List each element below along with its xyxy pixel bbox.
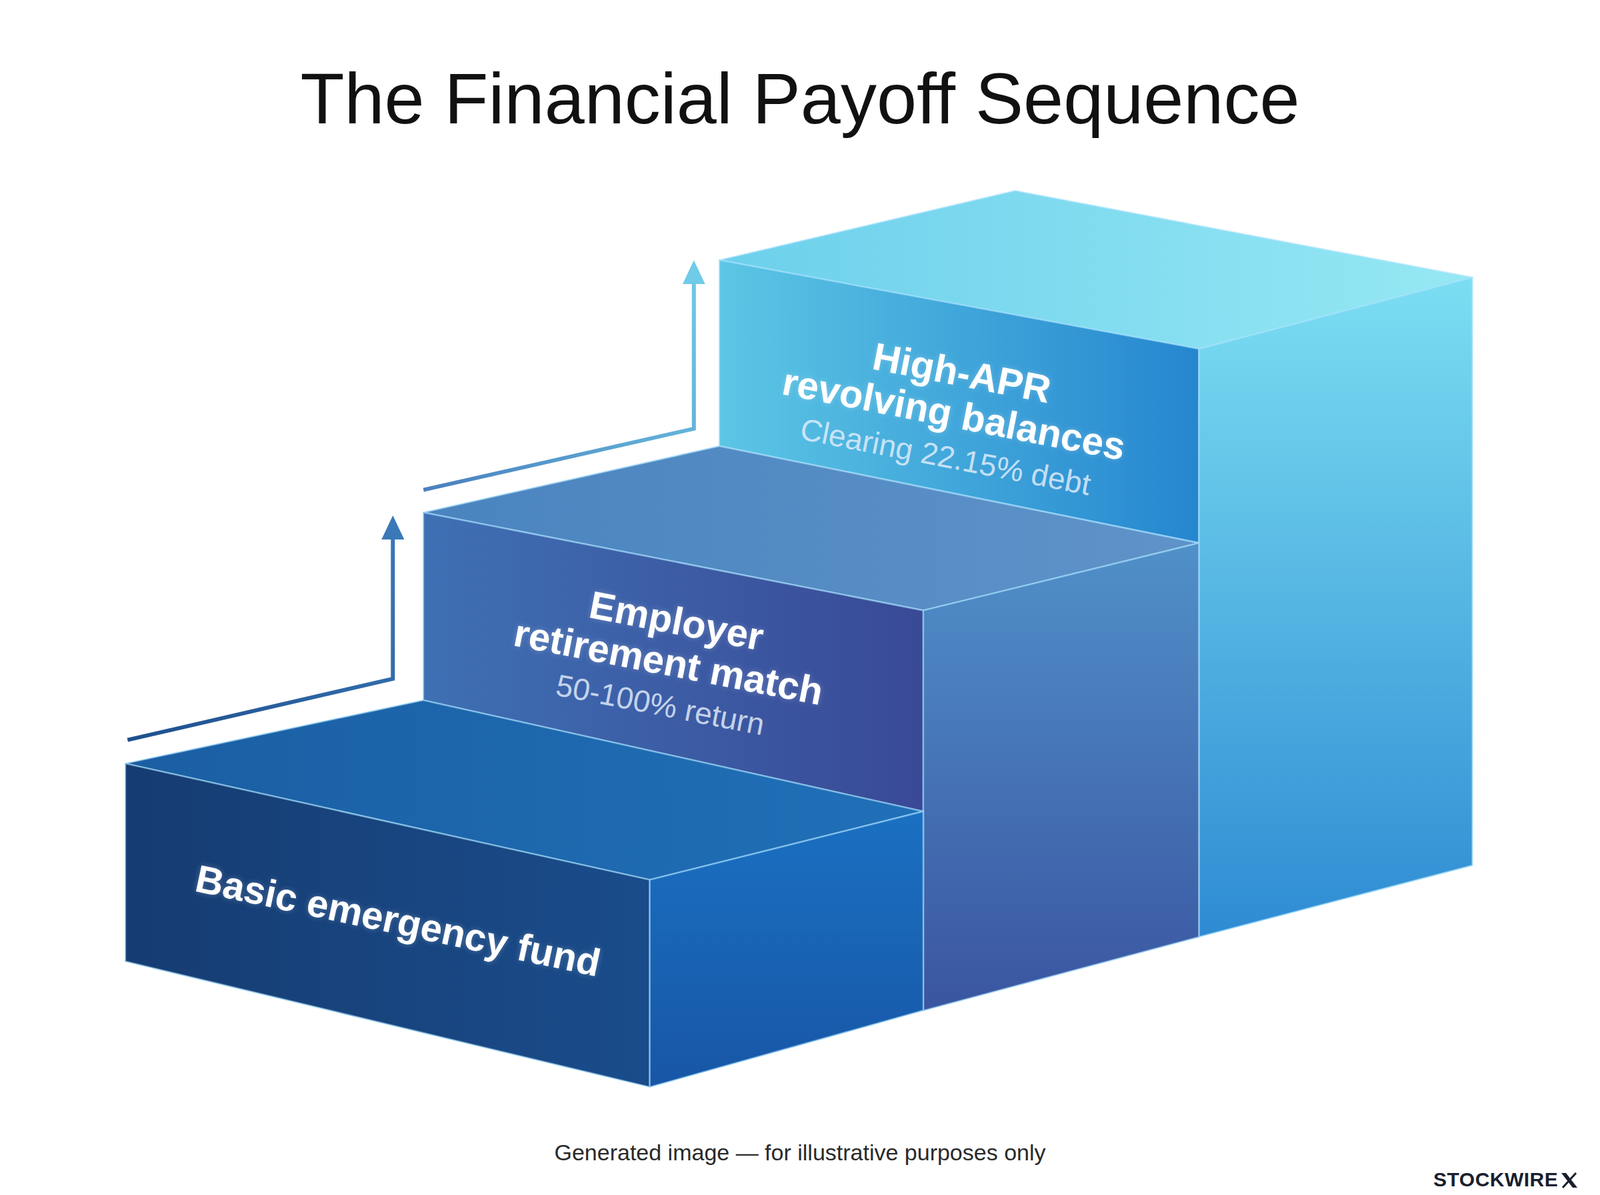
step-face: [923, 542, 1199, 1010]
caption-text: Generated image — for illustrative purpo…: [0, 1138, 1600, 1166]
step-face: [650, 811, 924, 1087]
step-face: [125, 763, 650, 1087]
logo-stroke: [1562, 1172, 1576, 1188]
logo-stroke: [1561, 1172, 1578, 1188]
step-face: [423, 512, 924, 812]
diagram-title: The Financial Payoff Sequence: [0, 55, 1600, 142]
step-arrow: [423, 278, 694, 490]
watermark-text: STOCKWIRE: [1433, 1167, 1558, 1192]
step-arrow: [127, 534, 393, 740]
stair-step: Basic emergency fund: [125, 700, 924, 1087]
step-face: [719, 260, 1199, 543]
step-face: [1198, 277, 1472, 937]
logo-mark: [1560, 1171, 1579, 1189]
